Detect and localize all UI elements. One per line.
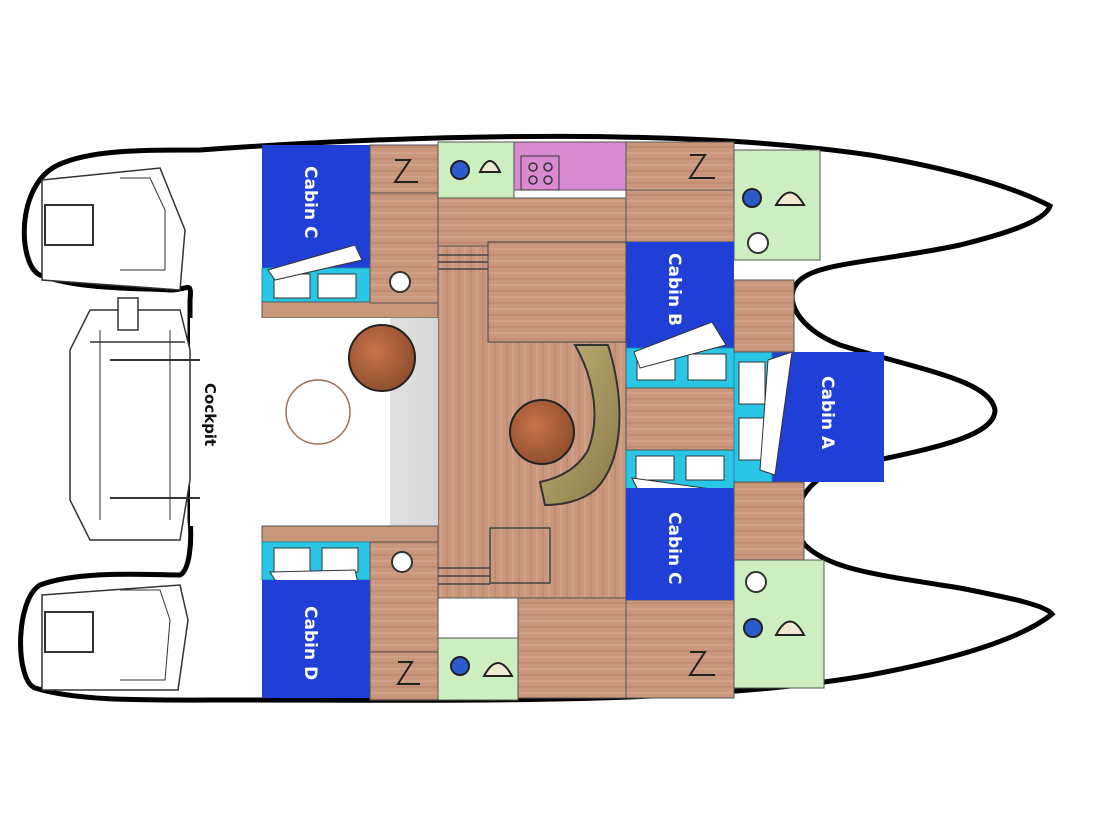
cabin-label-c-port: Cabin C [300,166,320,238]
cabin-label-b: Cabin B [664,253,684,326]
settee [538,344,621,507]
head-port-fwd [437,141,515,199]
saloon [437,241,627,599]
stbd-stern [41,584,189,691]
cabin-label-d: Cabin D [300,606,320,680]
cabin-b-area [625,242,735,389]
cockpit-area: Cockpit [69,297,438,541]
cabin-label-c-stbd: Cabin C [664,512,684,584]
cabin-label-a: Cabin A [817,376,837,450]
saloon-table [509,399,575,465]
cockpit-seat [285,379,351,445]
cabin-a-area [733,279,884,561]
cockpit-table [348,324,416,392]
cabin-c-stbd-area [625,387,735,600]
starboard-hull [261,525,825,701]
trampoline-dinghy [69,309,191,541]
port-stern [41,167,186,291]
cabin-d-bed [262,580,370,698]
cockpit-label: Cockpit [201,383,219,446]
